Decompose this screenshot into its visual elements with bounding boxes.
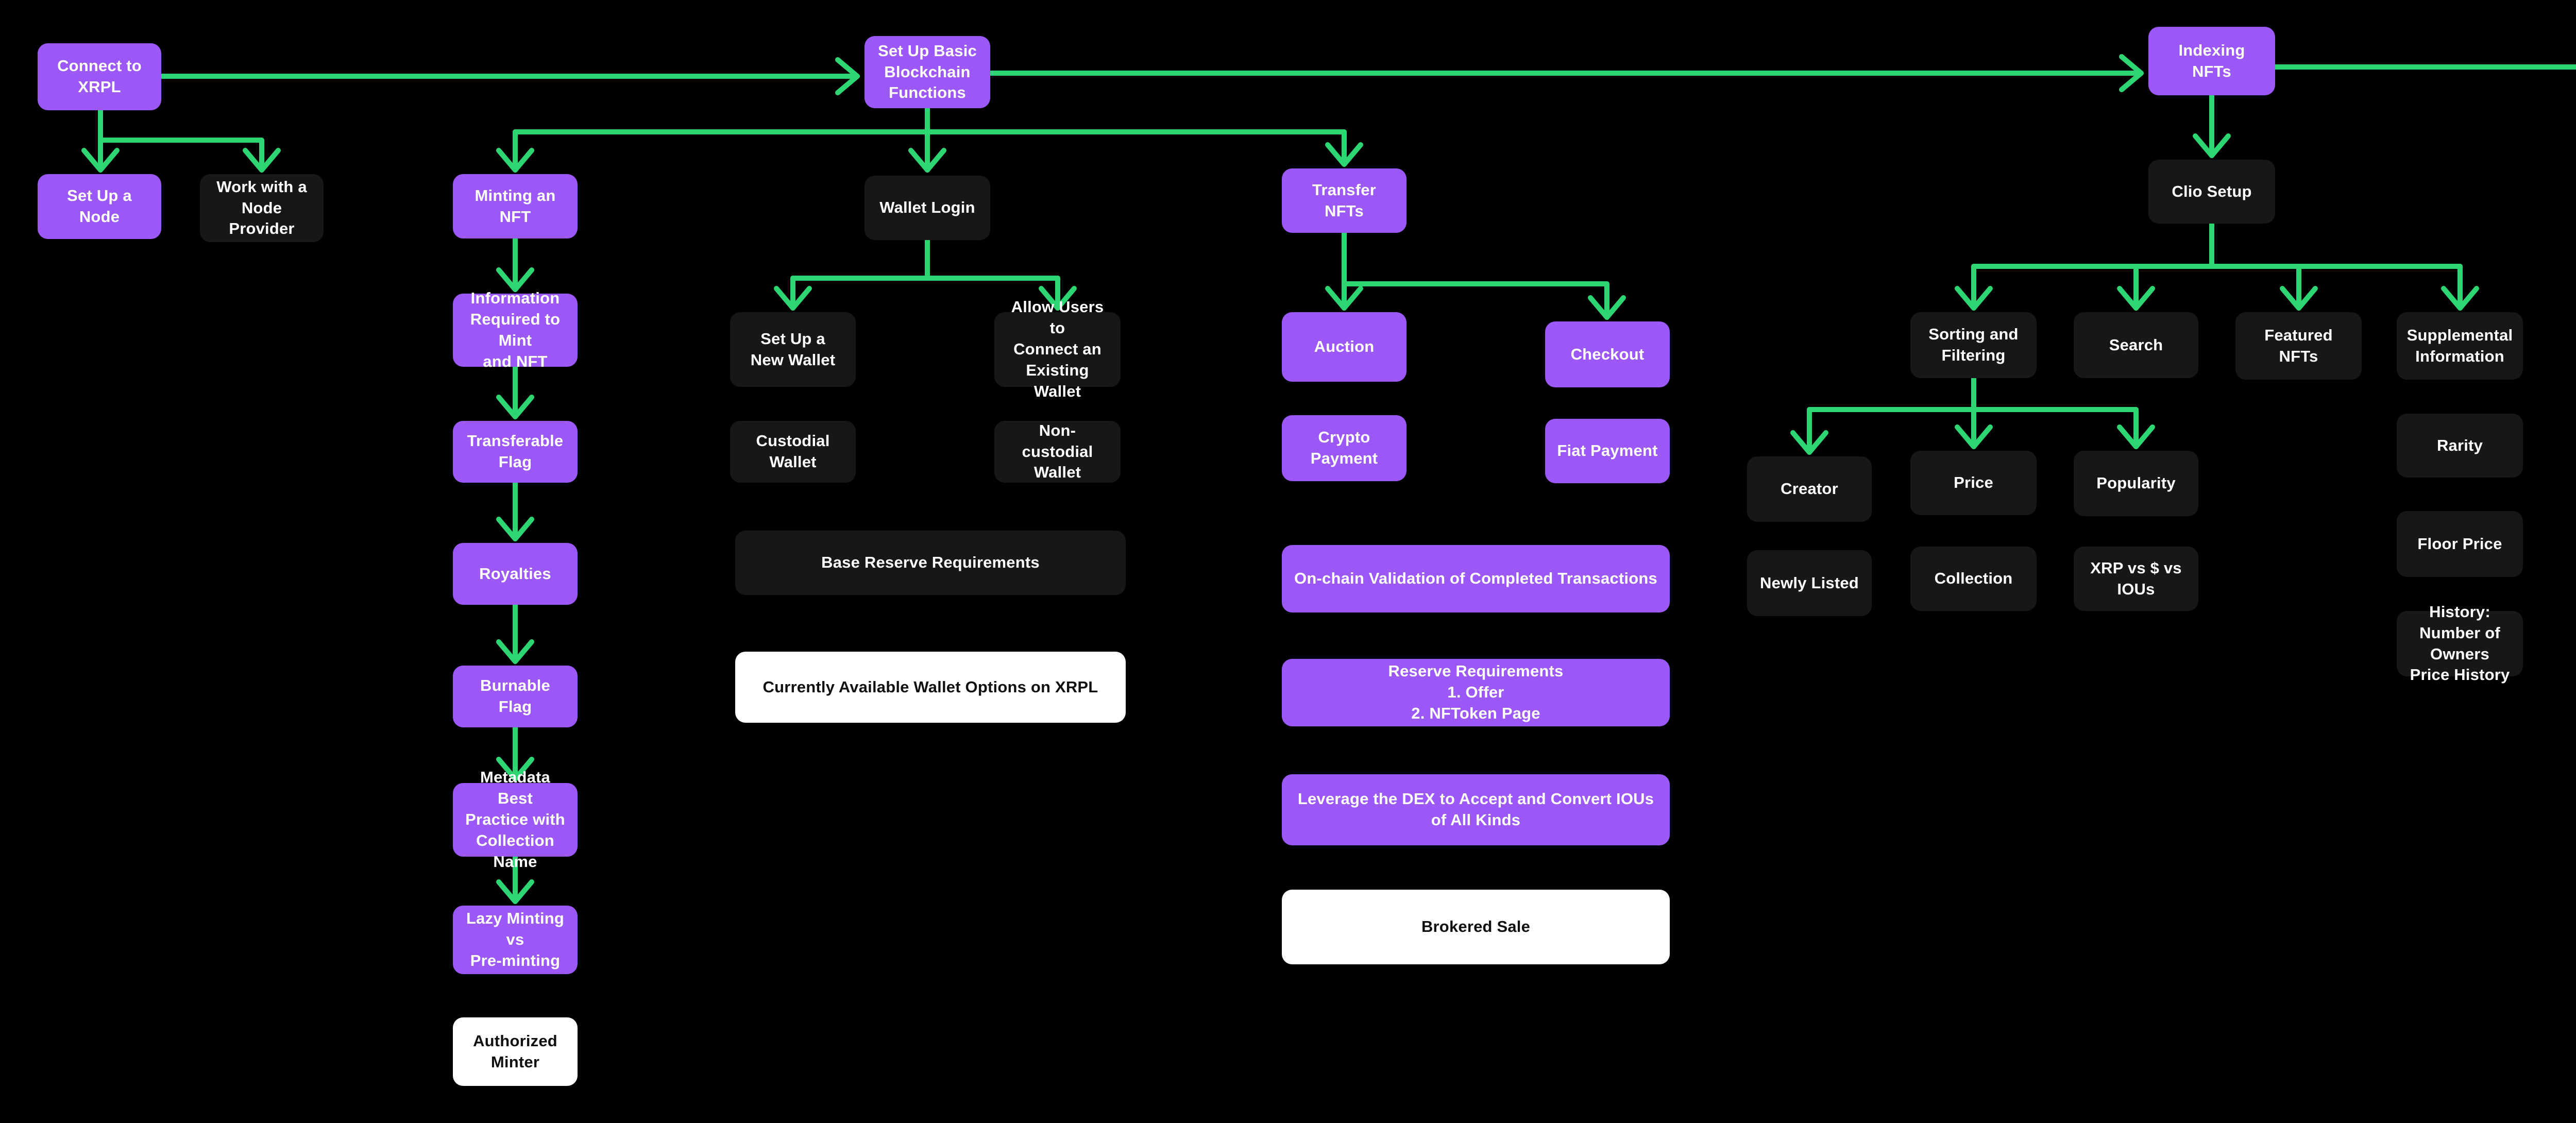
arrowhead-bar-to-allowusers bbox=[1039, 286, 1077, 311]
node-wallet-options: Currently Available Wallet Options on XR… bbox=[735, 652, 1126, 723]
arrowhead-bar-to-newwallet bbox=[774, 286, 812, 311]
node-rarity: Rarity bbox=[2397, 414, 2523, 478]
node-connect-to-xrpl: Connect to XRPL bbox=[38, 43, 161, 110]
node-set-up-a-node: Set Up a Node bbox=[38, 174, 161, 239]
node-crypto-payment: Crypto Payment bbox=[1282, 415, 1406, 481]
node-checkout: Checkout bbox=[1545, 321, 1670, 387]
node-supplemental-info: Supplemental Information bbox=[2397, 312, 2523, 380]
node-featured-nfts: Featured NFTs bbox=[2235, 312, 2362, 380]
arrowhead-royalties-to-burnable bbox=[496, 639, 534, 664]
node-brokered-sale: Brokered Sale bbox=[1282, 890, 1670, 964]
node-collection: Collection bbox=[1910, 547, 2037, 611]
node-set-up-basic-blockchain: Set Up Basic Blockchain Functions bbox=[865, 36, 990, 108]
node-popularity: Popularity bbox=[2074, 451, 2198, 516]
arrowhead-info-to-transferable bbox=[496, 395, 534, 419]
node-lazy-minting: Lazy Minting vs Pre-minting bbox=[453, 906, 578, 974]
node-non-custodial-wallet: Non-custodial Wallet bbox=[994, 421, 1121, 483]
arrowhead-bar-to-search bbox=[2117, 286, 2155, 311]
arrowhead-connect-to-nodeprovider bbox=[243, 148, 281, 173]
arrowhead-bar-to-transfer bbox=[1325, 142, 1363, 167]
arrowhead-burnable-to-metadata bbox=[496, 757, 534, 781]
node-creator: Creator bbox=[1747, 456, 1872, 522]
arrowhead-bar-to-featured bbox=[2280, 286, 2318, 311]
node-sorting-and-filtering: Sorting and Filtering bbox=[1910, 312, 2037, 378]
arrowhead-connect-to-setupbasic bbox=[835, 57, 860, 95]
arrowhead-sorting-to-price bbox=[1955, 424, 1993, 449]
node-work-with-node-provider: Work with a Node Provider bbox=[200, 174, 324, 242]
node-history: History: Number of Owners Price History bbox=[2397, 603, 2523, 684]
arrowhead-metadata-to-lazy bbox=[496, 879, 534, 904]
arrowhead-setupbasic-down bbox=[908, 148, 946, 173]
node-allow-users-connect: Allow Users to Connect an Existing Walle… bbox=[994, 298, 1121, 400]
arrowhead-setupbasic-to-indexing bbox=[2119, 54, 2144, 92]
arrowhead-transfer-to-checkout bbox=[1588, 295, 1626, 320]
arrowhead-indexing-to-clio bbox=[2193, 133, 2231, 158]
node-transfer-nfts: Transfer NFTs bbox=[1282, 168, 1406, 233]
arrowhead-minting-to-info bbox=[496, 267, 534, 292]
node-metadata-best-practice: Metadata Best Practice with Collection N… bbox=[453, 768, 578, 871]
edge-connect-to-nodeprovider bbox=[98, 138, 264, 173]
node-wallet-login: Wallet Login bbox=[865, 176, 990, 240]
node-newly-listed: Newly Listed bbox=[1747, 550, 1872, 616]
arrowhead-bar-to-sorting bbox=[1955, 286, 1993, 311]
node-indexing-nfts: Indexing NFTs bbox=[2148, 27, 2275, 95]
node-auction: Auction bbox=[1282, 312, 1406, 382]
arrowhead-bar-to-supplemental bbox=[2441, 286, 2479, 311]
node-authorized-minter: Authorized Minter bbox=[453, 1017, 578, 1086]
node-floor-price: Floor Price bbox=[2397, 511, 2523, 577]
node-xrp-vs-usd-vs-ious: XRP vs $ vs IOUs bbox=[2074, 547, 2198, 611]
node-leverage-dex: Leverage the DEX to Accept and Convert I… bbox=[1282, 774, 1670, 845]
node-set-up-new-wallet: Set Up a New Wallet bbox=[730, 312, 856, 387]
node-fiat-payment: Fiat Payment bbox=[1545, 419, 1670, 483]
arrowhead-bar-to-popularity bbox=[2117, 424, 2155, 449]
arrowhead-connect-to-setupnode bbox=[81, 148, 120, 173]
node-transferable-flag: Transferable Flag bbox=[453, 421, 578, 483]
node-royalties: Royalties bbox=[453, 543, 578, 605]
node-custodial-wallet: Custodial Wallet bbox=[730, 421, 856, 483]
node-reserve-requirements: Reserve Requirements 1. Offer 2. NFToken… bbox=[1282, 659, 1670, 726]
arrowhead-transferable-to-royalties bbox=[496, 517, 534, 541]
node-base-reserve: Base Reserve Requirements bbox=[735, 531, 1126, 595]
node-search: Search bbox=[2074, 312, 2198, 378]
arrowhead-transfer-to-auction bbox=[1325, 286, 1363, 311]
node-minting-an-nft: Minting an NFT bbox=[453, 174, 578, 239]
node-clio-setup: Clio Setup bbox=[2148, 160, 2275, 224]
arrowhead-bar-to-minting bbox=[496, 148, 534, 173]
arrowhead-bar-to-creator bbox=[1790, 430, 1828, 455]
edge-transfer-to-checkout bbox=[1342, 281, 1609, 320]
node-information-required: Information Required to Mint and NFT bbox=[453, 289, 578, 370]
node-price: Price bbox=[1910, 451, 2037, 515]
node-burnable-flag: Burnable Flag bbox=[453, 666, 578, 727]
node-onchain-validation: On-chain Validation of Completed Transac… bbox=[1282, 545, 1670, 612]
